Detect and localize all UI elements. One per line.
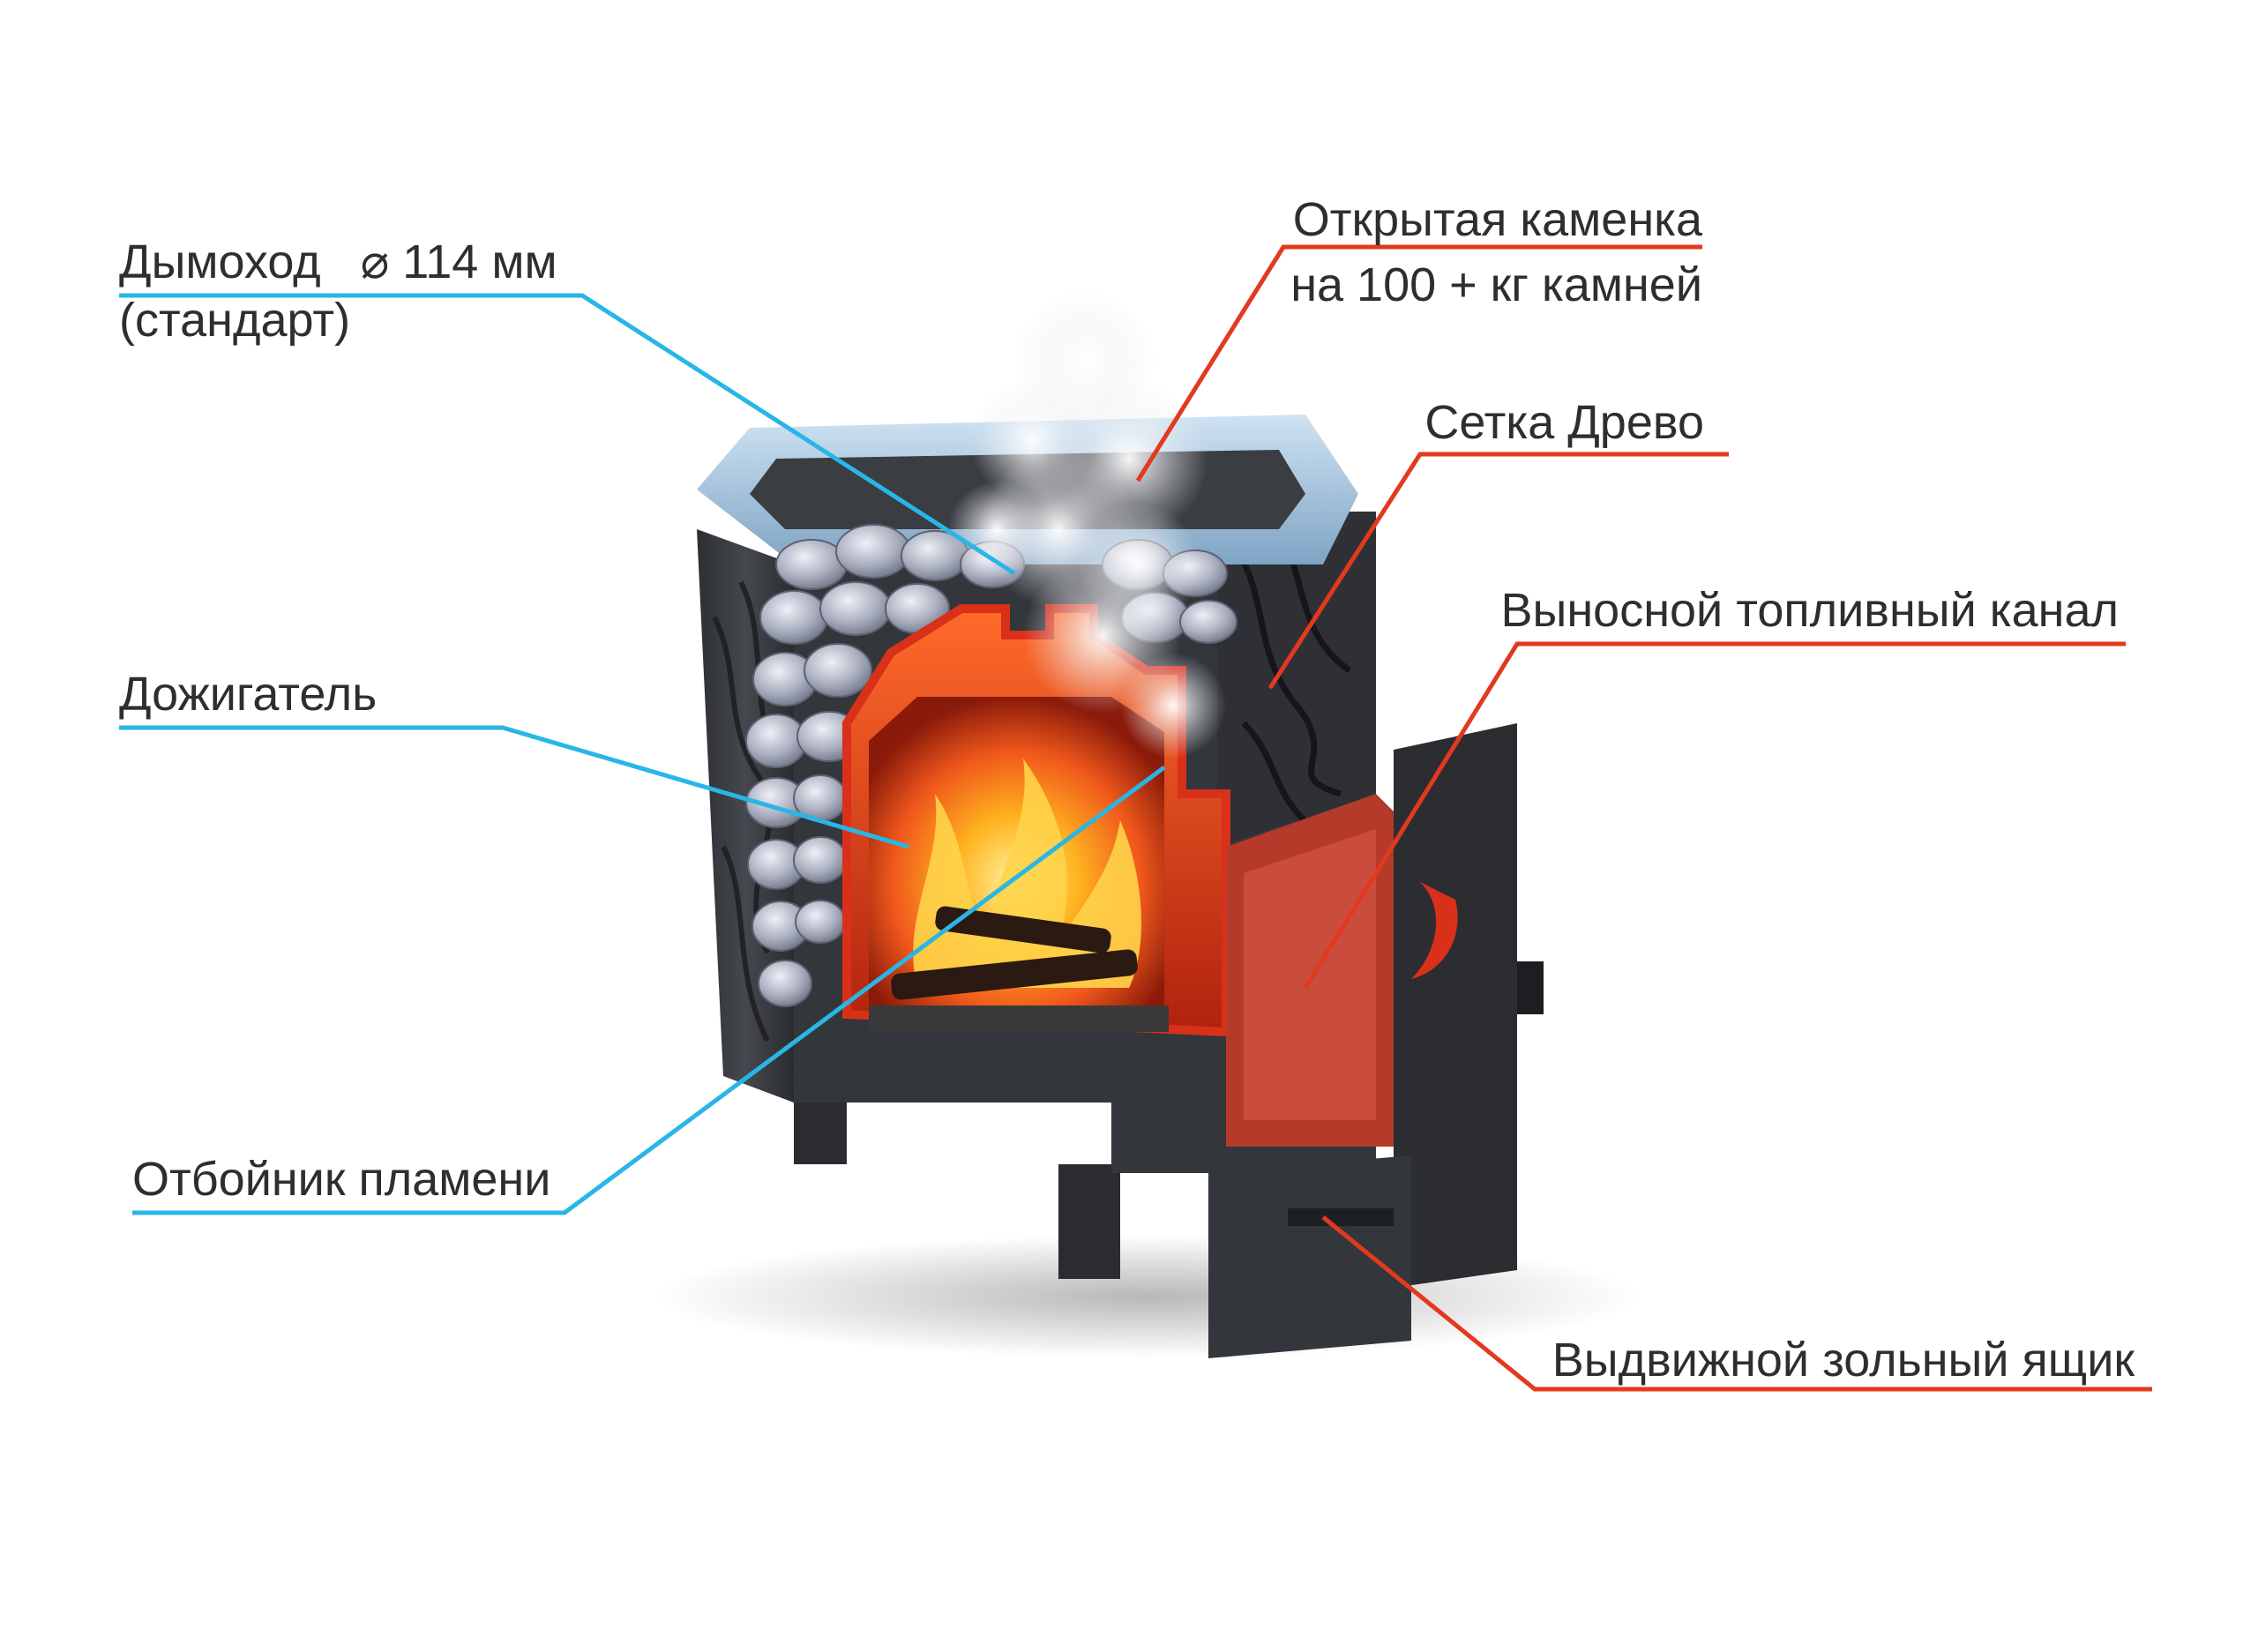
label-chimney-note: (стандарт): [119, 294, 351, 347]
diameter-icon: ⌀: [360, 235, 390, 288]
callout-line-open-stones: [1135, 244, 1702, 482]
callout-line-fuel-channel: [1303, 641, 2126, 990]
label-flame-deflector-text: Отбойник пламени: [132, 1153, 551, 1206]
steam: [948, 291, 1226, 759]
ash-drawer: [1208, 1155, 1411, 1358]
label-ash-drawer: Выдвижной зольный ящик: [1552, 1336, 2135, 1384]
callout-line-flame-deflector: [132, 765, 1166, 1215]
callout-lines: [119, 244, 2152, 1392]
label-open-stones-line1: Открытая каменка: [1292, 193, 1702, 246]
label-chimney-title: Дымоход: [119, 235, 321, 288]
fuel-door: [1394, 723, 1544, 1288]
label-fuel-channel-text: Выносной топливный канал: [1500, 584, 2119, 637]
label-open-stones: Открытая каменка на 100 + кг камней: [1290, 196, 1702, 309]
callout-line-chimney: [119, 293, 1016, 576]
label-chimney: Дымоход ⌀ 114 мм (стандарт): [119, 238, 557, 344]
callout-line-afterburner: [119, 725, 909, 849]
stones: [745, 524, 1237, 1007]
label-flame-deflector: Отбойник пламени: [132, 1155, 550, 1203]
label-afterburner-text: Дожигатель: [119, 668, 378, 721]
label-afterburner: Дожигатель: [119, 670, 377, 718]
label-mesh-text: Сетка Древо: [1424, 396, 1704, 449]
callout-line-ash-drawer: [1321, 1215, 2152, 1392]
callout-line-mesh: [1267, 452, 1729, 690]
label-fuel-channel: Выносной топливный канал: [1501, 587, 2119, 634]
label-mesh: Сетка Древо: [1424, 399, 1704, 446]
label-ash-drawer-text: Выдвижной зольный ящик: [1551, 1334, 2135, 1387]
label-open-stones-line2: на 100 + кг камней: [1290, 258, 1702, 311]
label-chimney-value: 114 мм: [402, 235, 557, 288]
